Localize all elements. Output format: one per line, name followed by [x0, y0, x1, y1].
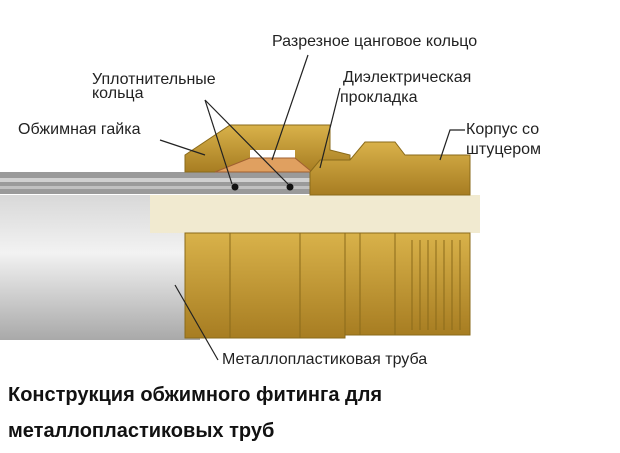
label-dielectric: Диэлектрическая	[343, 69, 472, 86]
label-pipe: Металлопластиковая труба	[222, 351, 428, 368]
seal-ring	[231, 183, 239, 191]
label-seal-rings-2: кольца	[92, 85, 144, 102]
caption-line-1: Конструкция обжимного фитинга для	[8, 384, 383, 406]
label-dielectric-2: прокладка	[340, 89, 418, 106]
label-seal-rings: Уплотнительные	[92, 71, 216, 88]
split-collet-ring	[214, 157, 314, 173]
caption-line-2: металлопластиковых труб	[8, 420, 275, 442]
label-body: Корпус со	[466, 121, 540, 138]
label-split-ring: Разрезное цанговое кольцо	[272, 33, 478, 50]
label-body-2: штуцером	[466, 141, 542, 158]
compression-nut	[184, 124, 351, 339]
leader-lines	[159, 54, 465, 361]
fitting-body	[309, 141, 471, 336]
seal-ring	[286, 183, 294, 191]
label-nut: Обжимная гайка	[18, 121, 141, 138]
